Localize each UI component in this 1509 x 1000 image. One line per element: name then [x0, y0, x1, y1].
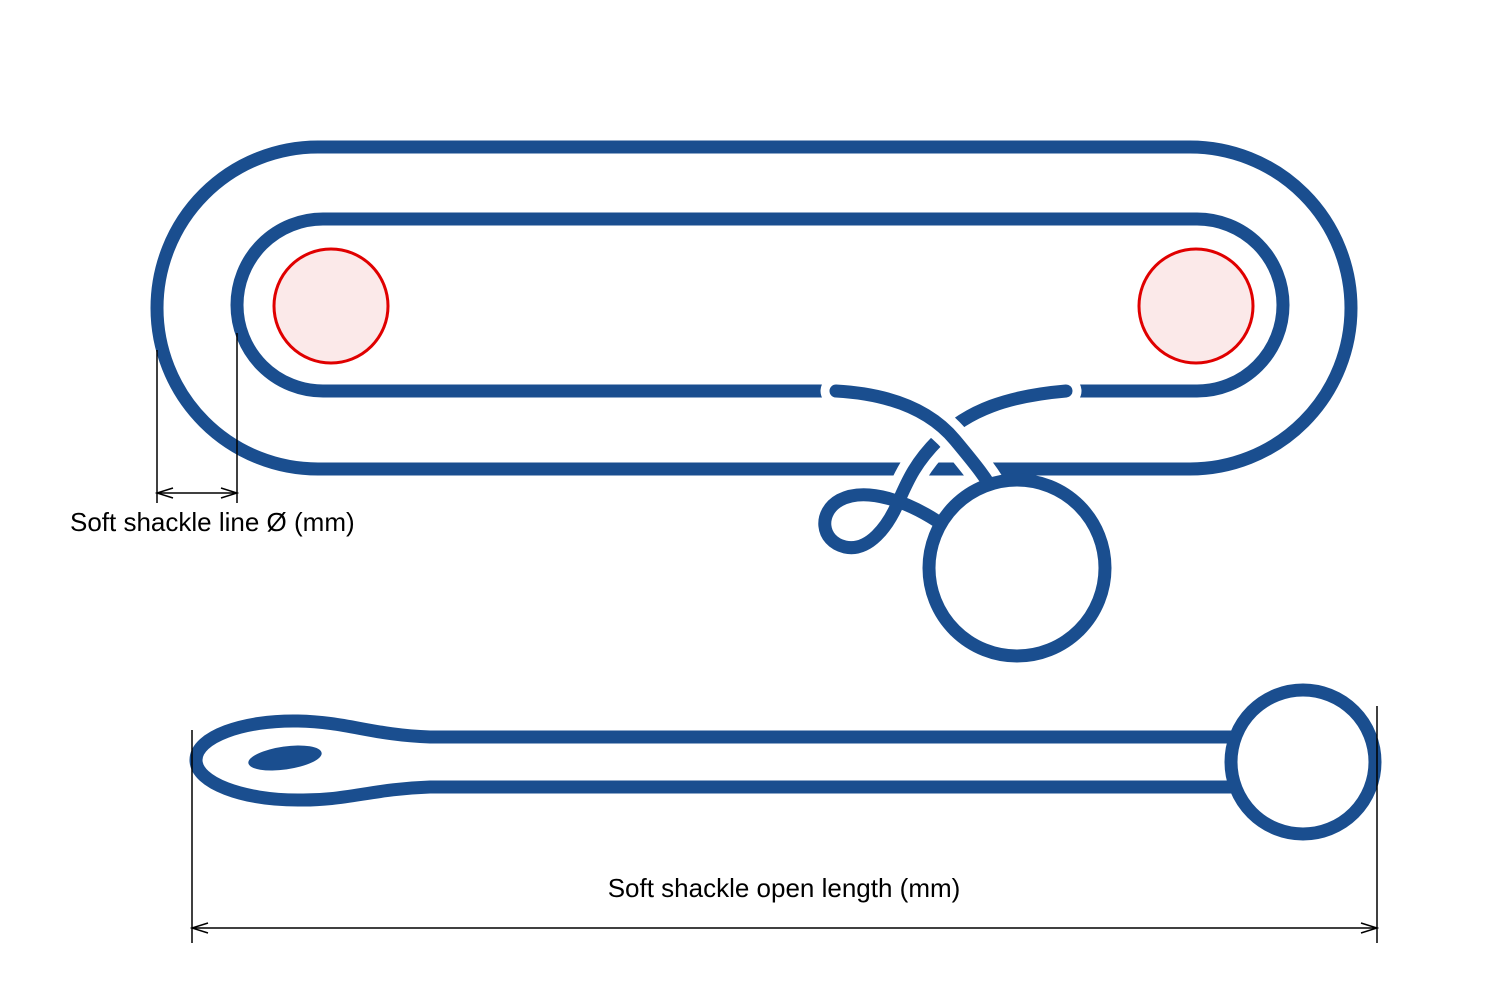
rope-body	[189, 714, 1252, 807]
diamond-knot-ball	[922, 473, 1112, 663]
outer-rope-loop	[150, 140, 1358, 476]
closed-shackle-top-view	[150, 140, 1358, 663]
end-knot-ball	[1224, 683, 1382, 841]
open-shackle-side-view	[189, 683, 1382, 841]
right-pin-circle	[1137, 247, 1255, 365]
knot-strand	[829, 384, 1002, 502]
line-diameter-dimension: Soft shackle line Ø (mm)	[70, 333, 355, 537]
eye-hole	[248, 745, 322, 771]
line-diameter-label: Soft shackle line Ø (mm)	[70, 507, 355, 537]
inner-rope-loop	[230, 212, 1290, 398]
left-pin-circle	[272, 247, 390, 365]
open-length-dimension: Soft shackle open length (mm)	[192, 706, 1377, 943]
open-length-label: Soft shackle open length (mm)	[608, 873, 961, 903]
